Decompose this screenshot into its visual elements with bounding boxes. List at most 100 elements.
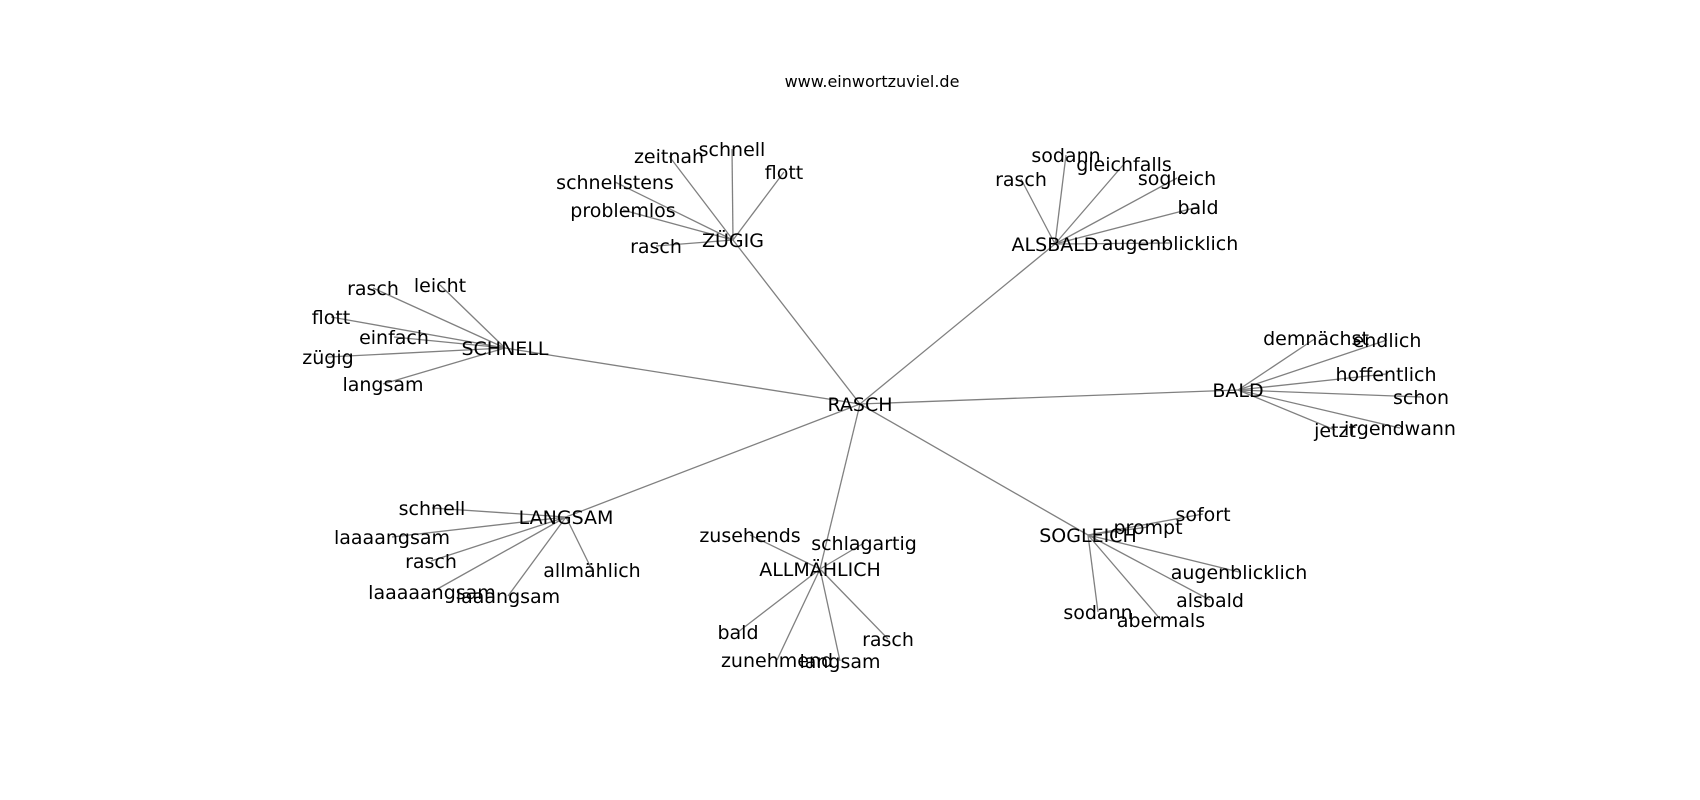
edge-schnell-einfach xyxy=(393,336,506,349)
edges-layer xyxy=(327,148,1422,662)
node-word-zuegig-problemlos: problemlos xyxy=(570,200,675,222)
edge-zuegig-problemlos xyxy=(622,209,734,241)
edge-bald-hoffentlich xyxy=(1237,373,1387,391)
edge-root-zuegig xyxy=(732,239,861,405)
edge-langsam-laaaaangsam xyxy=(431,516,567,593)
node-word-bald-hoffentlich: hoffentlich xyxy=(1336,364,1437,386)
node-word-langsam-rasch: rasch xyxy=(405,551,457,573)
node-word-schnell-einfach: einfach xyxy=(359,327,429,349)
node-word-alsbald-sogleich: sogleich xyxy=(1138,168,1216,190)
node-word-schnell-zuegig: zügig xyxy=(302,347,353,369)
node-word-allmaehlich-schlagartig: schlagartig xyxy=(811,533,917,555)
edge-zuegig-schnell xyxy=(731,148,734,241)
edge-allmaehlich-langsam xyxy=(819,568,841,662)
edge-allmaehlich-bald xyxy=(737,568,821,633)
node-root: RASCH xyxy=(827,394,892,416)
node-word-allmaehlich-zunehmend: zunehmend xyxy=(721,650,833,672)
node-word-allmaehlich-langsam: langsam xyxy=(799,651,880,673)
node-hub-alsbald: ALSBALD xyxy=(1012,234,1099,256)
edge-schnell-leicht xyxy=(439,284,506,349)
node-word-sogleich-augenblicklich: augenblicklich xyxy=(1171,562,1308,584)
node-word-bald-schon: schon xyxy=(1393,387,1449,409)
edge-schnell-langsam xyxy=(382,347,506,385)
edge-alsbald-augenblicklich xyxy=(1054,242,1171,245)
edge-alsbald-bald xyxy=(1054,206,1199,245)
edge-allmaehlich-schlagartig xyxy=(819,542,865,570)
edge-schnell-flott xyxy=(330,316,506,349)
labels-layer: www.einwortzuviel.de RASCHZÜGIGzeitnahsc… xyxy=(302,72,1456,673)
edge-sogleich-prompt xyxy=(1087,526,1149,536)
node-word-allmaehlich-bald: bald xyxy=(717,622,758,644)
edge-sogleich-sodann xyxy=(1087,534,1099,613)
node-word-bald-endlich: endlich xyxy=(1353,330,1422,352)
node-word-sogleich-abermals: abermals xyxy=(1117,610,1205,632)
node-word-alsbald-augenblicklich: augenblicklich xyxy=(1102,233,1239,255)
node-word-bald-irgendwann: irgendwann xyxy=(1344,418,1456,440)
edge-root-bald xyxy=(859,389,1239,405)
edge-root-allmaehlich xyxy=(819,403,861,570)
edge-langsam-laaangsam xyxy=(507,516,567,597)
edge-zuegig-zeitnah xyxy=(668,155,734,241)
node-word-zuegig-rasch: rasch xyxy=(630,236,682,258)
node-word-zuegig-flott: flott xyxy=(765,162,804,184)
edge-allmaehlich-rasch xyxy=(819,568,889,640)
node-word-zuegig-schnell: schnell xyxy=(699,139,766,161)
node-hub-schnell: SCHNELL xyxy=(461,338,548,360)
edge-langsam-schnell xyxy=(431,507,567,518)
edge-allmaehlich-zusehends xyxy=(749,534,821,570)
edge-bald-irgendwann xyxy=(1237,389,1401,429)
node-word-alsbald-rasch: rasch xyxy=(995,169,1047,191)
edge-zuegig-rasch xyxy=(655,239,734,247)
node-word-schnell-langsam: langsam xyxy=(342,374,423,396)
node-word-allmaehlich-zusehends: zusehends xyxy=(699,525,800,547)
edge-allmaehlich-zunehmend xyxy=(776,568,821,661)
edge-bald-jetzt xyxy=(1237,389,1336,431)
edge-bald-endlich xyxy=(1237,339,1388,391)
edge-alsbald-gleichfalls xyxy=(1054,163,1125,245)
edge-bald-demnaechst xyxy=(1237,337,1317,391)
edge-alsbald-sodann xyxy=(1054,154,1067,245)
node-word-langsam-laaangsam: laaangsam xyxy=(456,586,560,608)
edge-sogleich-alsbald xyxy=(1087,534,1211,601)
node-word-alsbald-gleichfalls: gleichfalls xyxy=(1076,154,1172,176)
node-word-alsbald-bald: bald xyxy=(1177,197,1218,219)
edge-langsam-rasch xyxy=(430,516,567,562)
node-word-bald-demnaechst: demnächst xyxy=(1263,328,1369,350)
node-word-alsbald-sodann: sodann xyxy=(1031,145,1100,167)
node-hub-sogleich: SOGLEICH xyxy=(1039,525,1137,547)
node-word-bald-jetzt: jetzt xyxy=(1313,420,1356,442)
node-word-langsam-allmaehlich: allmählich xyxy=(543,560,640,582)
edge-alsbald-rasch xyxy=(1020,178,1056,245)
edge-bald-schon xyxy=(1237,389,1422,398)
node-word-zuegig-zeitnah: zeitnah xyxy=(634,146,704,168)
node-hub-bald: BALD xyxy=(1212,380,1263,402)
edge-langsam-allmaehlich xyxy=(565,516,593,571)
edge-schnell-zuegig xyxy=(327,347,506,358)
node-word-allmaehlich-rasch: rasch xyxy=(862,629,914,651)
edge-sogleich-augenblicklich xyxy=(1087,534,1240,573)
node-word-langsam-schnell: schnell xyxy=(399,498,466,520)
edge-zuegig-schnellstens xyxy=(614,181,734,241)
edge-root-alsbald xyxy=(859,243,1056,405)
node-word-schnell-flott: flott xyxy=(312,307,351,329)
node-word-sogleich-sofort: sofort xyxy=(1175,504,1230,526)
edge-sogleich-abermals xyxy=(1087,534,1162,621)
node-word-langsam-laaaaangsam: laaaaangsam xyxy=(368,582,496,604)
edge-langsam-laaaangsam xyxy=(391,516,567,538)
edge-schnell-rasch xyxy=(372,287,506,349)
node-word-zuegig-schnellstens: schnellstens xyxy=(556,172,674,194)
edge-root-schnell xyxy=(504,347,861,405)
node-word-langsam-laaaangsam: laaaangsam xyxy=(334,527,450,549)
node-word-schnell-leicht: leicht xyxy=(414,275,466,297)
node-word-sogleich-alsbald: alsbald xyxy=(1176,590,1244,612)
edge-root-sogleich xyxy=(859,403,1089,536)
node-hub-langsam: LANGSAM xyxy=(519,507,614,529)
edge-root-langsam xyxy=(565,403,861,518)
node-word-sogleich-prompt: prompt xyxy=(1113,517,1182,539)
edge-sogleich-sofort xyxy=(1087,513,1204,536)
node-word-schnell-rasch: rasch xyxy=(347,278,399,300)
edge-alsbald-sogleich xyxy=(1054,177,1178,245)
node-hub-allmaehlich: ALLMÄHLICH xyxy=(759,558,881,581)
